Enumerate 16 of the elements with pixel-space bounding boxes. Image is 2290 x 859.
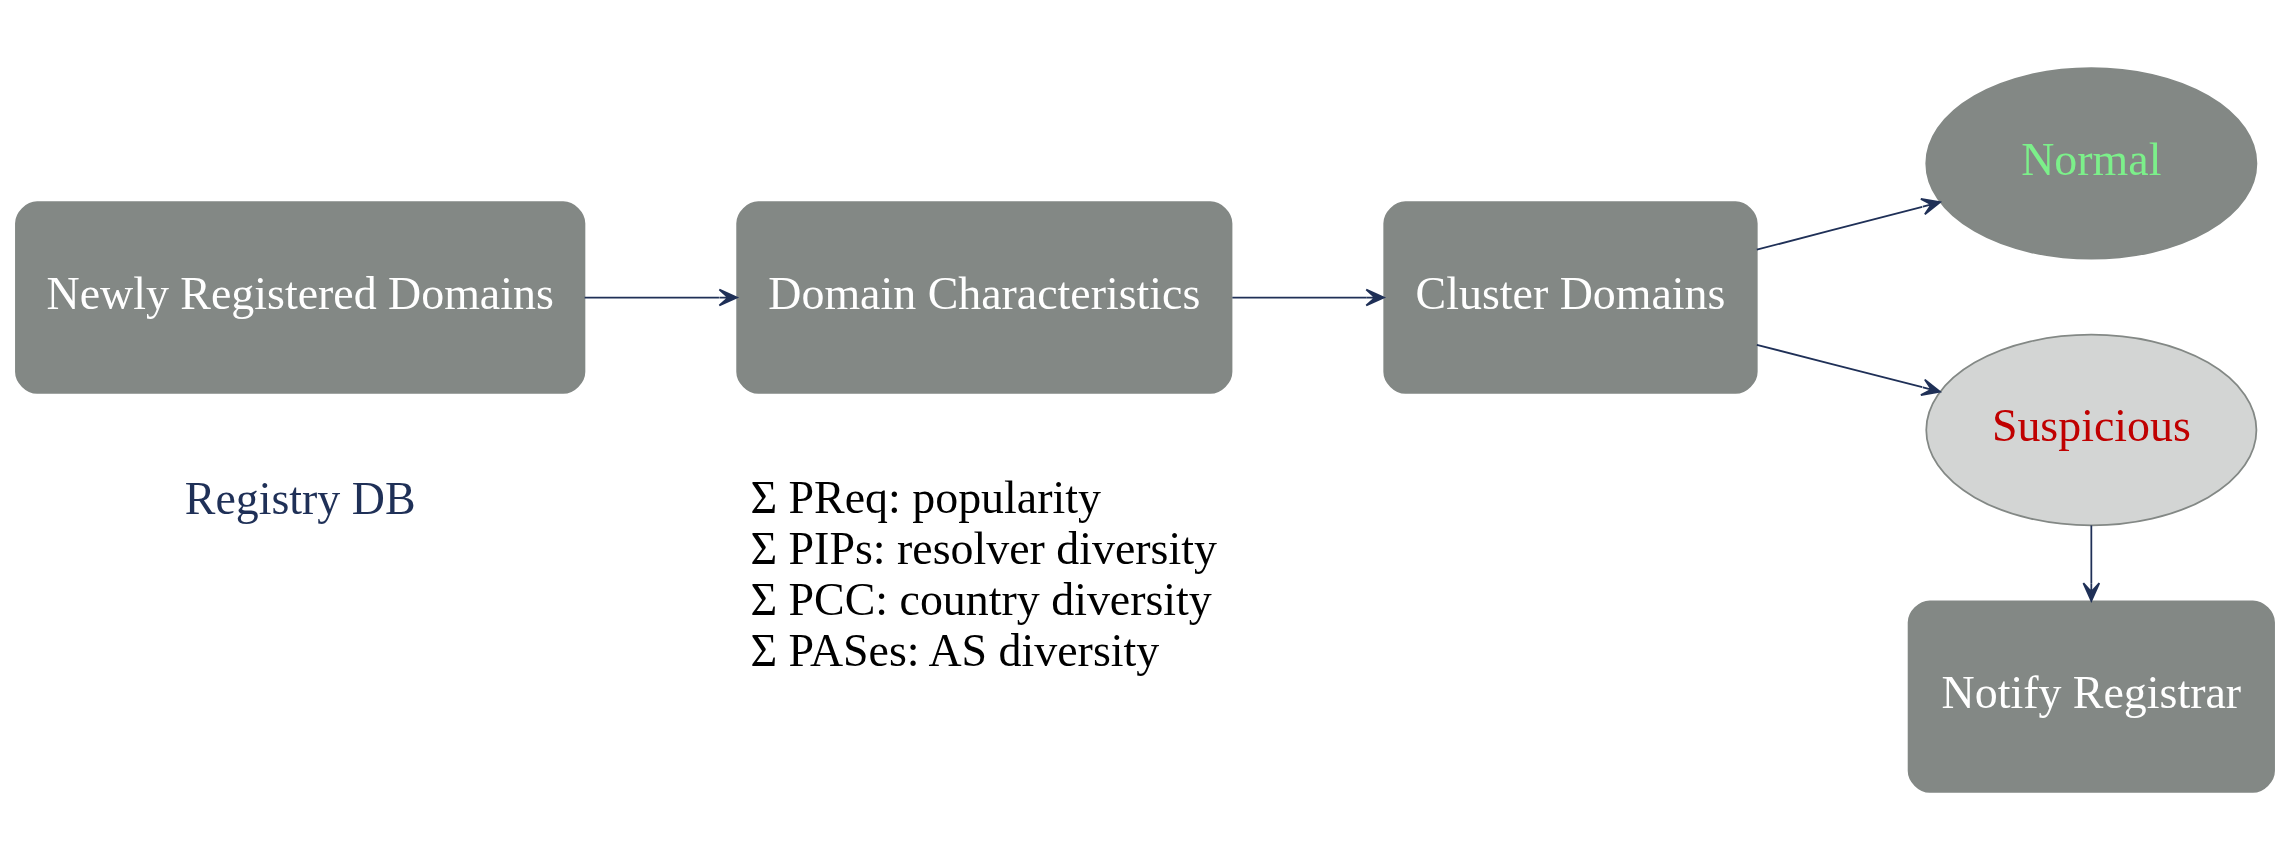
label: Σ PReq: popularity [750,471,1101,523]
node-box: Notify Registrar [1907,599,2275,793]
arrow [1231,288,1385,306]
arrow [1755,197,1941,251]
node-box: Cluster Domains [1383,200,1758,394]
arrow [1755,343,1941,396]
node-box: Domain Characteristics [736,200,1233,394]
label: Σ PCC: country diversity [750,573,1212,625]
node-box: Newly Registered Domains [15,200,586,394]
node-ellipse: Normal [1925,66,2258,260]
label: Σ PIPs: resolver diversity [750,522,1217,574]
arrow [2082,524,2101,602]
node-label: Registry DB [184,472,416,524]
label: Σ PASes: AS diversity [750,624,1160,676]
node-ellipse: Suspicious [1925,333,2258,526]
arrow [583,288,738,306]
